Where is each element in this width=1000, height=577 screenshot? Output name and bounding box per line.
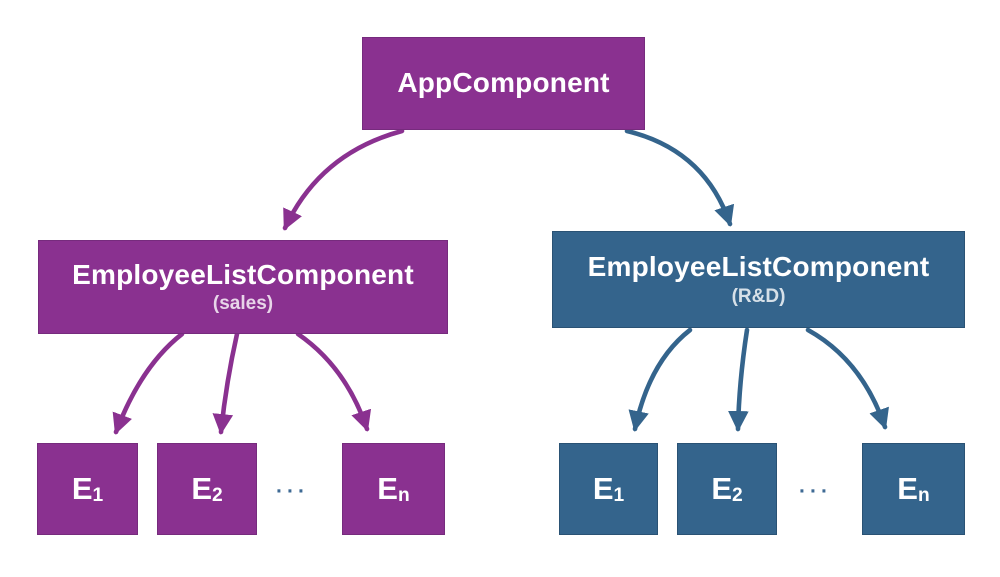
employee-label-subscript: 2 bbox=[732, 484, 743, 506]
node-app-component-label: AppComponent bbox=[397, 67, 610, 99]
arrow-app-to-rnd-list bbox=[624, 128, 735, 227]
arrow-sales-to-e2 bbox=[212, 331, 240, 435]
ellipsis-sales: ··· bbox=[276, 480, 309, 503]
node-rnd-employee-n-label: En bbox=[897, 471, 929, 507]
arrow-rnd-to-en bbox=[805, 327, 889, 430]
node-employee-list-rnd: EmployeeListComponent (R&D) bbox=[552, 231, 965, 328]
node-employee-list-rnd-label: EmployeeListComponent bbox=[587, 251, 930, 283]
node-rnd-employee-2-label: E2 bbox=[711, 471, 742, 507]
node-sales-employee-2: E2 bbox=[157, 443, 257, 535]
node-sales-employee-1: E1 bbox=[37, 443, 138, 535]
node-employee-list-rnd-sublabel: (R&D) bbox=[731, 285, 786, 307]
employee-label-subscript: 2 bbox=[212, 484, 223, 506]
ellipsis-rnd: ··· bbox=[799, 480, 832, 503]
node-rnd-employee-n: En bbox=[862, 443, 965, 535]
node-sales-employee-n-label: En bbox=[377, 471, 409, 507]
employee-label-base: E bbox=[897, 470, 918, 506]
employee-label-base: E bbox=[71, 470, 93, 506]
node-employee-list-sales: EmployeeListComponent (sales) bbox=[38, 240, 448, 334]
node-employee-list-sales-sublabel: (sales) bbox=[212, 293, 274, 315]
employee-label-subscript: n bbox=[917, 484, 930, 506]
employee-label-base: E bbox=[592, 470, 614, 506]
node-rnd-employee-1-label: E1 bbox=[593, 471, 624, 507]
node-rnd-employee-2: E2 bbox=[677, 443, 777, 535]
employee-label-subscript: 1 bbox=[613, 484, 625, 506]
node-sales-employee-1-label: E1 bbox=[72, 471, 103, 507]
arrow-sales-to-e1 bbox=[112, 331, 185, 435]
employee-label-base: E bbox=[191, 470, 212, 506]
node-employee-list-sales-label: EmployeeListComponent bbox=[72, 258, 414, 290]
arrow-sales-to-en bbox=[295, 331, 372, 432]
arrow-rnd-to-e2 bbox=[728, 327, 750, 432]
employee-label-subscript: n bbox=[397, 484, 410, 506]
node-rnd-employee-1: E1 bbox=[559, 443, 658, 535]
node-app-component: AppComponent bbox=[362, 37, 645, 130]
arrow-app-to-sales-list bbox=[282, 128, 405, 231]
employee-label-base: E bbox=[377, 470, 398, 506]
employee-label-subscript: 1 bbox=[92, 484, 104, 506]
arrow-rnd-to-e1 bbox=[628, 327, 693, 432]
node-sales-employee-2-label: E2 bbox=[191, 471, 222, 507]
node-sales-employee-n: En bbox=[342, 443, 445, 535]
employee-label-base: E bbox=[711, 470, 732, 506]
